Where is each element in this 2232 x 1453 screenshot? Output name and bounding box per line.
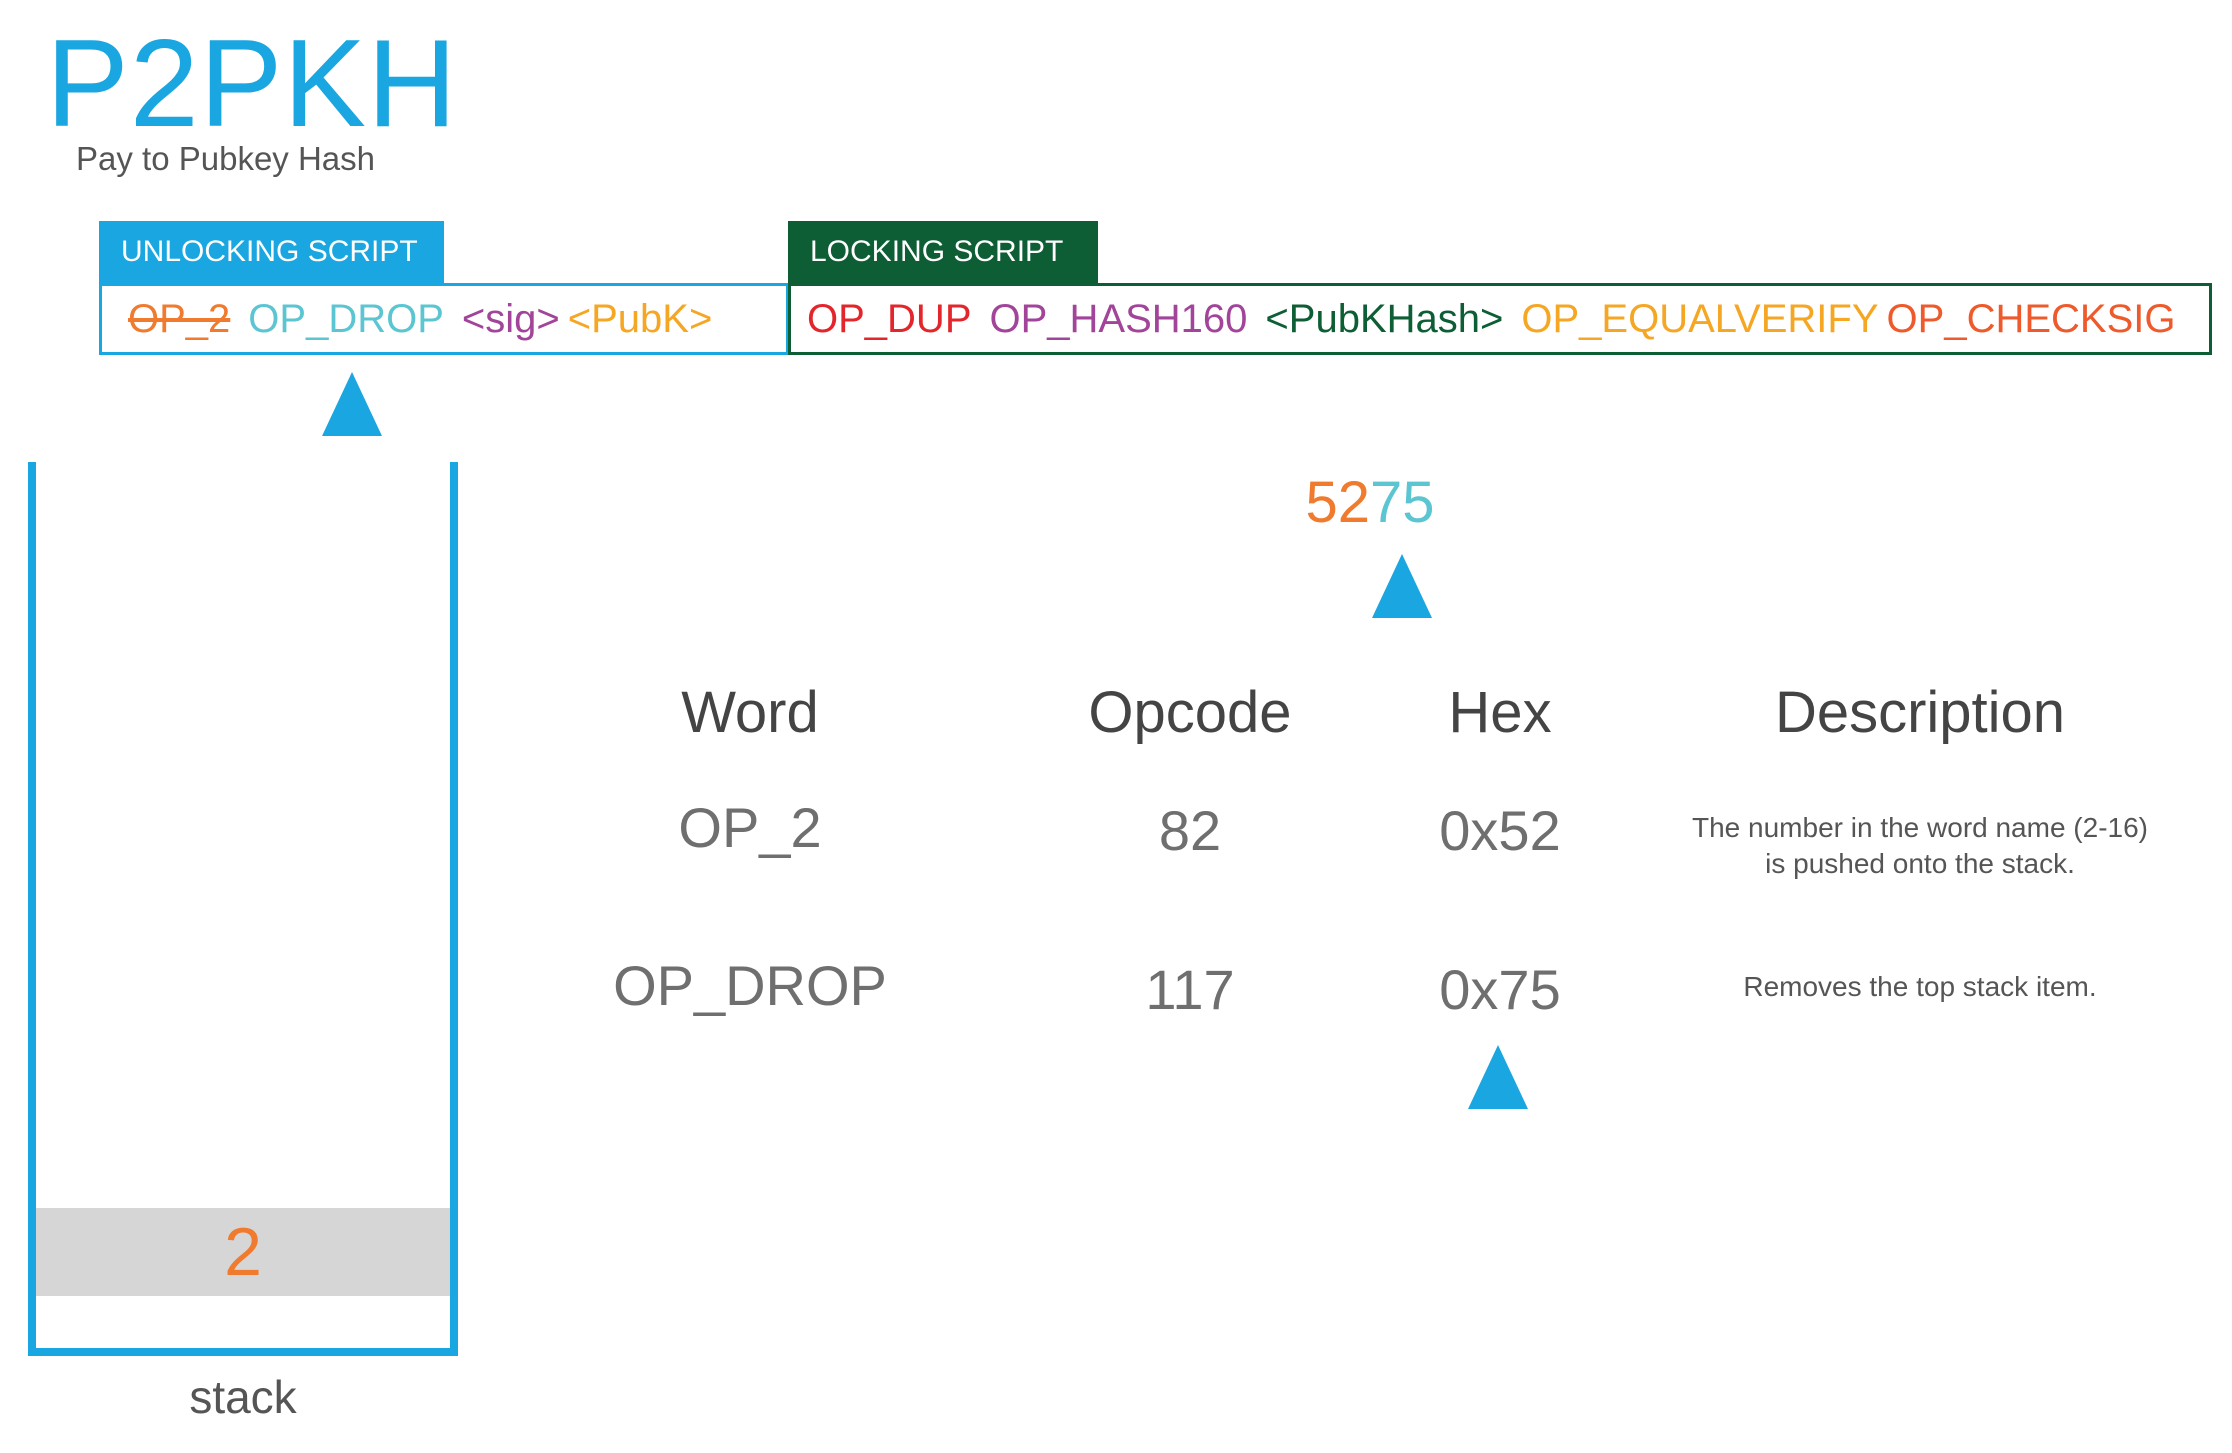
locking-script-label: LOCKING SCRIPT (810, 235, 1064, 268)
row-2-word: OP_DROP (613, 954, 887, 1017)
header-word: Word (681, 680, 819, 745)
stack-container (28, 462, 458, 1356)
token-op-hash160: OP_HASH160 (989, 296, 1248, 341)
header-description: Description (1774, 680, 2066, 745)
hex-readout-arrow-icon (1372, 554, 1432, 618)
script-pointer-arrow-icon (322, 372, 382, 436)
row-1-description-line-2: is pushed onto the stack. (1765, 848, 2075, 880)
row-2-opcode: 117 (1145, 958, 1235, 1021)
token-sig: <sig> (461, 296, 560, 341)
unlocking-script-label: UNLOCKING SCRIPT (121, 235, 418, 268)
hex-readout-part-op-drop: 75 (1370, 470, 1435, 535)
table-row-pointer-arrow-icon (1468, 1045, 1528, 1109)
header-hex: Hex (1448, 680, 1552, 745)
unlocking-script-box: OP_2 OP_DROP <sig> <PubK> (99, 283, 789, 355)
row-2-description-line-1: Removes the top stack item. (1743, 971, 2097, 1002)
diagram-title: P2PKH (46, 15, 458, 153)
row-1-opcode: 82 (1158, 799, 1222, 862)
row-1-word: OP_2 (678, 796, 822, 859)
locking-script-tab: LOCKING SCRIPT (788, 221, 1098, 283)
row-1-hex: 0x52 (1439, 799, 1561, 862)
token-op-equalverify: OP_EQUALVERIFY (1521, 296, 1879, 341)
hex-readout: 5275 (1200, 474, 1540, 532)
token-op-drop: OP_DROP (248, 296, 444, 341)
hex-readout-part-op-2: 52 (1305, 470, 1370, 535)
diagram-subtitle: Pay to Pubkey Hash (76, 140, 375, 177)
token-pubkhash: <PubKHash> (1265, 296, 1504, 341)
locking-script-box: OP_DUP OP_HASH160 <PubKHash> OP_EQUALVER… (788, 283, 2212, 355)
stack-item-value: 2 (224, 1214, 262, 1290)
row-2-hex: 0x75 (1439, 958, 1561, 1021)
stack-label: stack (189, 1371, 297, 1423)
token-op-checksig: OP_CHECKSIG (1886, 296, 2176, 341)
row-2-description: Removes the top stack item. (1600, 969, 2232, 1005)
row-1-description-line-1: The number in the word name (2-16) (1692, 812, 2148, 843)
row-1-description: The number in the word name (2-16) is pu… (1600, 810, 2232, 883)
token-op-dup: OP_DUP (807, 296, 972, 341)
header-opcode: Opcode (1088, 680, 1292, 745)
unlocking-script-tab: UNLOCKING SCRIPT (99, 221, 444, 283)
token-pubk: <PubK> (567, 296, 713, 341)
stack-item: 2 (36, 1208, 450, 1296)
token-op-2: OP_2 (128, 296, 231, 341)
